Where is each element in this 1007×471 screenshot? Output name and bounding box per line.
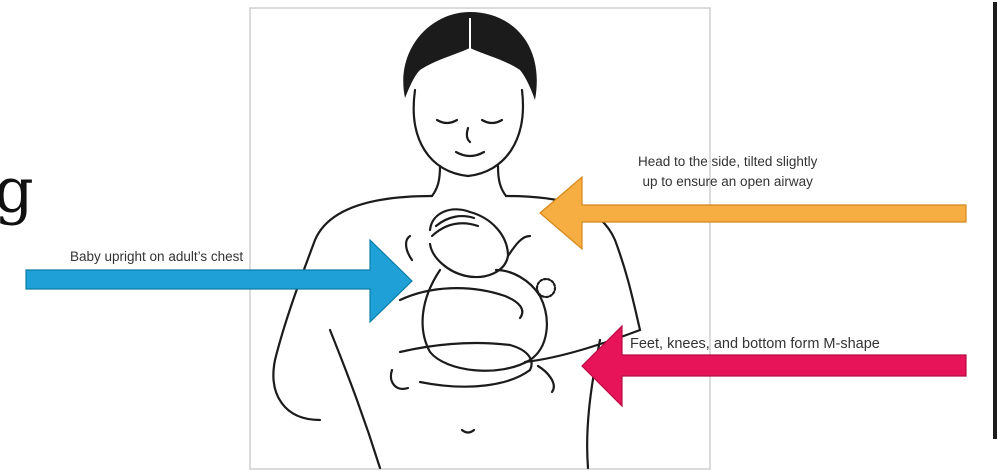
caption-baby-position: Baby upright on adult’s chest xyxy=(70,247,243,267)
slide-border-right xyxy=(993,2,997,439)
caption-feet-m-shape: Feet, knees, and bottom form M-shape xyxy=(630,334,880,354)
caption-head-line2: up to ensure an open airway xyxy=(638,172,817,192)
illustration-frame xyxy=(250,8,710,469)
caption-head-line1: Head to the side, tilted slightly xyxy=(638,152,817,172)
caption-head-position: Head to the side, tilted slightly up to … xyxy=(638,152,817,192)
